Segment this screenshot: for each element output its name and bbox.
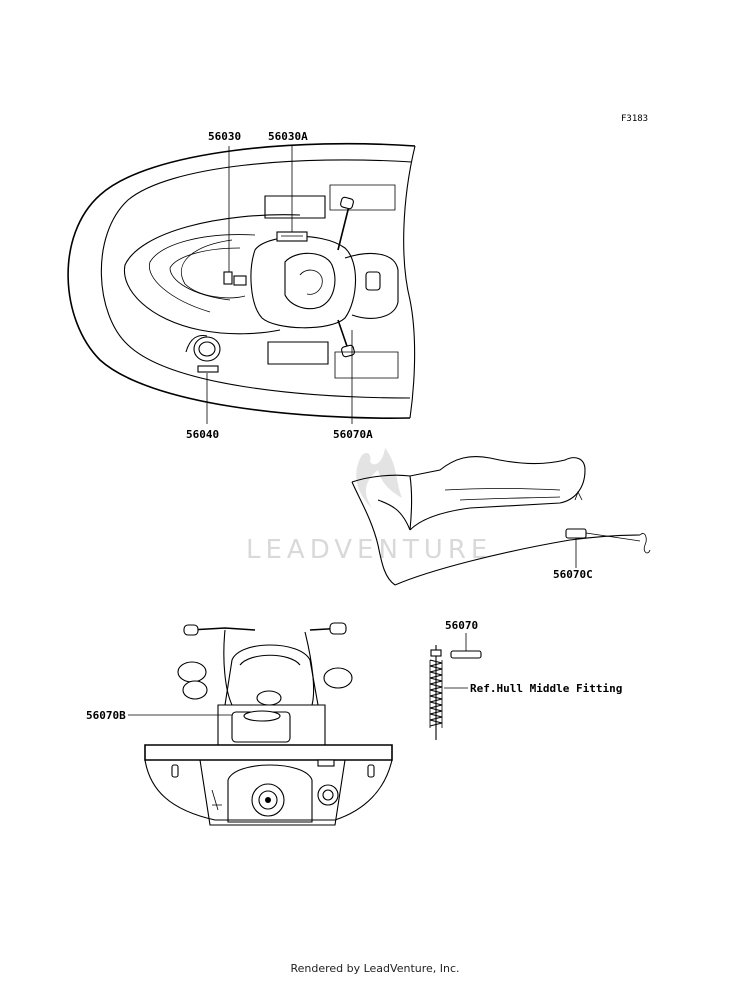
callout-56070a: 56070A [333, 428, 373, 441]
leader-hull-edge [585, 532, 641, 542]
side-view-seat [351, 455, 651, 586]
callout-ref-hull-fitting: Ref.Hull Middle Fitting [470, 682, 622, 695]
rear-seat [224, 644, 319, 706]
watermark: LEADVENTURE [246, 448, 492, 565]
decal-56070 [450, 650, 482, 659]
callout-56030: 56030 [208, 130, 241, 143]
hull-bumper [100, 159, 413, 399]
fitting-coil [429, 659, 443, 728]
hull-outline [67, 142, 416, 419]
callout-56070c: 56070C [553, 568, 593, 581]
hull-rear [144, 759, 393, 821]
top-view-watercraft [67, 142, 416, 419]
hull-cut-edge [403, 145, 416, 419]
rear-view-watercraft [144, 622, 393, 826]
decal-56070c [565, 528, 587, 539]
hull-middle-fitting [429, 645, 482, 740]
decal-56030 [223, 271, 233, 285]
callout-56070: 56070 [445, 619, 478, 632]
callout-56030a: 56030A [268, 130, 308, 143]
figure-code: F3183 [621, 114, 648, 124]
seat [344, 253, 399, 319]
footer-credit: Rendered by LeadVenture, Inc. [290, 962, 460, 975]
fuel-cap [193, 336, 221, 362]
callout-56070b: 56070B [86, 709, 126, 722]
decal-56030a [276, 231, 308, 242]
decal-56040 [197, 365, 219, 373]
console [250, 235, 357, 329]
watermark-text: LEADVENTURE [246, 535, 492, 565]
handlebar-top [337, 201, 351, 251]
callout-56040: 56040 [186, 428, 219, 441]
seat-outline [351, 455, 586, 531]
hull-side [351, 481, 396, 586]
